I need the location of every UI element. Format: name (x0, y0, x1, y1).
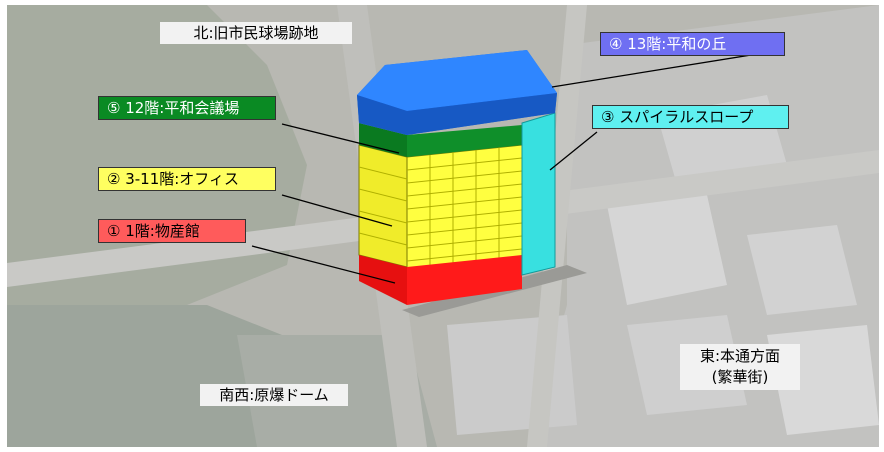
floor-label-3-11: ② 3-11階:オフィス (98, 167, 276, 191)
floor-label-12: ⑤ 12階:平和会議場 (98, 96, 276, 120)
floor-label-13: ④ 13階:平和の丘 (600, 32, 785, 56)
east-label: 東:本通方面 (繁華街) (680, 344, 800, 390)
floor-label-1: ① 1階:物産館 (98, 219, 246, 243)
southwest-label: 南西:原爆ドーム (200, 384, 348, 406)
north-label: 北:旧市民球場跡地 (160, 22, 352, 44)
east-label-line1: 東:本通方面 (699, 347, 781, 365)
floor-label-spiral-slope: ③ スパイラルスロープ (592, 105, 789, 129)
east-label-line2: (繁華街) (711, 368, 769, 386)
